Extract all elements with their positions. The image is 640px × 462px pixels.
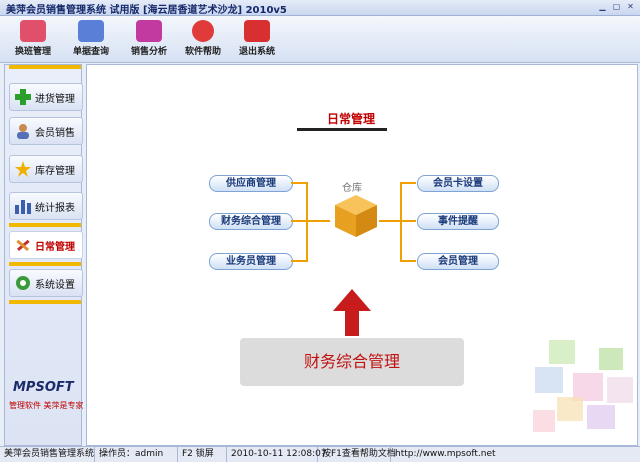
decorative-cube xyxy=(533,410,555,432)
salesman-manage-button[interactable]: 业务员管理 xyxy=(209,253,293,270)
decorative-cube xyxy=(599,348,623,370)
sidebar-item-label: 进货管理 xyxy=(35,93,75,105)
title-bar: 美萍会员销售管理系统 试用版 [海云居香道艺术沙龙] 2010v5 ▁ ▢ ✕ xyxy=(0,0,640,16)
connector-line xyxy=(291,182,307,184)
sidebar-item-reports[interactable]: 统计报表 xyxy=(9,192,83,220)
connector-line xyxy=(308,220,330,222)
decorative-cube xyxy=(587,405,615,429)
decorative-cube xyxy=(607,377,633,403)
window-title: 美萍会员销售管理系统 试用版 [海云居香道艺术沙龙] 2010v5 xyxy=(6,5,287,16)
sidebar-item-label: 统计报表 xyxy=(35,202,75,214)
main-panel: 日常管理 供应商管理 财务综合管理 业务员管理 仓库 会员卡设置 事件提醒 会员… xyxy=(86,64,638,446)
search-icon xyxy=(78,20,104,42)
status-app-name: 美萍会员销售管理系统 xyxy=(0,447,95,462)
decorative-cube xyxy=(535,367,563,393)
connector-line xyxy=(291,260,307,262)
sidebar-divider xyxy=(9,300,81,304)
receipt-query-button[interactable]: 单据查询 xyxy=(68,19,114,59)
maximize-button[interactable]: ▢ xyxy=(612,2,621,11)
sidebar-item-daily[interactable]: 日常管理 xyxy=(9,231,83,259)
connector-line xyxy=(400,182,416,184)
title-underline xyxy=(297,128,387,131)
status-datetime: 2010-10-11 12:08:07 xyxy=(227,447,327,462)
selected-item-banner: 财务综合管理 xyxy=(240,338,464,386)
toolbar-label: 单据查询 xyxy=(72,47,109,57)
status-operator: 操作员：admin xyxy=(95,447,178,462)
toolbar-label: 软件帮助 xyxy=(184,47,221,57)
tools-icon xyxy=(14,236,32,254)
software-help-button[interactable]: 软件帮助 xyxy=(180,19,226,59)
minimize-button[interactable]: ▁ xyxy=(599,2,606,11)
member-card-settings-button[interactable]: 会员卡设置 xyxy=(417,175,499,192)
sidebar-divider xyxy=(9,262,81,266)
connector-line xyxy=(400,260,416,262)
status-lock-hint: F2 锁屏 xyxy=(178,447,227,462)
toolbar-label: 退出系统 xyxy=(238,47,275,57)
status-url: http://www.mpsoft.net xyxy=(395,449,496,459)
decorative-cube xyxy=(549,340,575,364)
shift-manage-button[interactable]: 换班管理 xyxy=(10,19,56,59)
people-icon xyxy=(20,20,46,42)
toolbar-label: 销售分析 xyxy=(130,47,167,57)
user-icon xyxy=(14,122,32,140)
supplier-manage-button[interactable]: 供应商管理 xyxy=(209,175,293,192)
status-help-hint: 按F1查看帮助文档 xyxy=(318,447,396,462)
star-icon xyxy=(14,160,32,178)
sidebar-item-member-sales[interactable]: 会员销售 xyxy=(9,117,83,145)
chart-icon xyxy=(136,20,162,42)
sidebar-divider xyxy=(9,223,81,227)
bars-icon xyxy=(14,197,32,215)
sidebar-item-label: 日常管理 xyxy=(35,241,75,253)
sidebar-divider xyxy=(9,65,81,69)
connector-line xyxy=(379,220,401,222)
slogan: 管理软件 美萍是专家 xyxy=(9,401,84,410)
connector-line xyxy=(400,220,416,222)
exit-system-button[interactable]: 退出系统 xyxy=(234,19,280,59)
sidebar-item-purchase[interactable]: 进货管理 xyxy=(9,83,83,111)
sidebar: 进货管理 会员销售 库存管理 统计报表 日常管理 系统设置 MPSOFT 管理软… xyxy=(4,64,84,446)
sidebar-item-label: 库存管理 xyxy=(35,165,75,177)
plus-icon xyxy=(14,88,32,106)
up-arrow-shaft xyxy=(345,310,359,336)
connector-line xyxy=(291,220,307,222)
toolbar-label: 换班管理 xyxy=(14,47,51,57)
status-bar: 美萍会员销售管理系统 操作员：admin F2 锁屏 2010-10-11 12… xyxy=(0,446,640,462)
toolbar: 换班管理 单据查询 销售分析 软件帮助 退出系统 xyxy=(0,16,640,63)
decorative-cube xyxy=(573,373,603,401)
finance-manage-button[interactable]: 财务综合管理 xyxy=(209,213,293,230)
mpsoft-logo: MPSOFT xyxy=(13,380,74,395)
exit-icon xyxy=(244,20,270,42)
warehouse-label: 仓库 xyxy=(342,183,362,194)
sidebar-item-inventory[interactable]: 库存管理 xyxy=(9,155,83,183)
page-title: 日常管理 xyxy=(327,112,376,126)
up-arrow-icon xyxy=(333,289,371,311)
sidebar-item-label: 会员销售 xyxy=(35,127,75,139)
close-button[interactable]: ✕ xyxy=(627,2,634,11)
decorative-cube xyxy=(557,397,583,421)
gear-icon xyxy=(14,274,32,292)
member-manage-button[interactable]: 会员管理 xyxy=(417,253,499,270)
sidebar-item-settings[interactable]: 系统设置 xyxy=(9,269,83,297)
connector-line xyxy=(400,182,402,262)
sidebar-item-label: 系统设置 xyxy=(35,279,75,291)
warehouse-box-icon[interactable] xyxy=(333,193,379,239)
help-icon xyxy=(192,20,214,42)
event-reminder-button[interactable]: 事件提醒 xyxy=(417,213,499,230)
connector-line xyxy=(306,182,308,262)
sales-analysis-button[interactable]: 销售分析 xyxy=(126,19,172,59)
